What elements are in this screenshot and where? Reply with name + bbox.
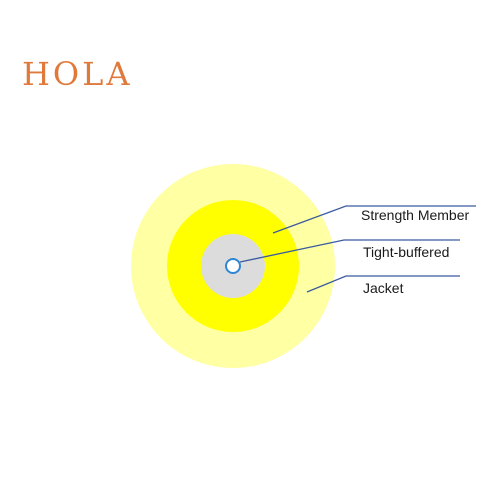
tight-buffered-leader-line — [239, 239, 460, 263]
logo-text: HOLA — [22, 55, 133, 93]
fiber-core — [225, 258, 241, 274]
jacket-leader-line — [306, 275, 460, 293]
strength-member-label: Strength Member — [361, 207, 469, 223]
tight-buffered-label: Tight-buffered — [363, 244, 449, 260]
strength-member-leader-line — [272, 205, 476, 234]
jacket-label: Jacket — [363, 280, 404, 296]
